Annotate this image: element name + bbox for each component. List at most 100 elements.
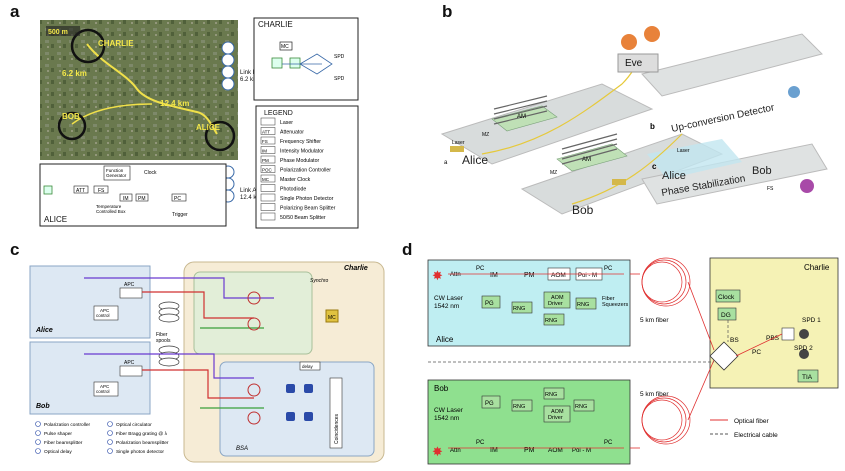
dist-124-label: 12.4 km xyxy=(160,99,189,108)
charlie-spd1: SPD 1 xyxy=(802,317,821,324)
phase-alice-tint xyxy=(647,139,742,179)
alice-fs: FS xyxy=(98,188,105,194)
mc-label-c: MC xyxy=(328,315,336,321)
legend-code: ATT xyxy=(262,130,270,135)
apc-alice: APC xyxy=(124,282,135,288)
panel-letter-a: a xyxy=(10,2,20,21)
alice-map-label: ALICE xyxy=(196,123,221,132)
bob-label-d: Bob xyxy=(434,384,449,393)
legend-c-swatch xyxy=(35,421,41,427)
bob-rng-3: RNG xyxy=(575,404,587,410)
eve-box xyxy=(617,53,659,73)
bob-pc2-d: PC xyxy=(604,440,613,446)
bob-laser-icon-b xyxy=(612,179,626,185)
legend-item: 50/50 Beam Splitter xyxy=(280,215,326,221)
legend-c-item: Polarization beamsplitter xyxy=(116,440,169,446)
charlie-bs: BS xyxy=(730,337,739,344)
charlie-map-label: CHARLIE xyxy=(98,39,134,48)
charlie-mc: MC xyxy=(281,44,289,50)
alice-clock-label: Clock xyxy=(144,170,157,176)
bob-am-label: AM xyxy=(582,157,591,163)
legend-code: FS xyxy=(262,139,268,144)
alice-pc-d: PC xyxy=(476,266,485,272)
legend-c-item: Fiber Bragg grating @ λ xyxy=(116,431,168,437)
phase-laser-label: Laser xyxy=(677,148,690,154)
upconv-base xyxy=(641,33,823,97)
modulator-stacks xyxy=(493,95,618,165)
legend-item: Frequency Shifter xyxy=(280,139,321,145)
bob-label-c: Bob xyxy=(36,403,50,410)
legend-c-item: Single photon detector xyxy=(116,449,164,455)
fiber-purple xyxy=(84,277,274,299)
upconv-sub-b: b xyxy=(650,122,655,131)
bob-box-d xyxy=(427,379,631,465)
legend-c-swatch xyxy=(35,439,41,445)
panel-a-figure: 500 m CHARLIE 6.2 km 12.4 km BOB ALICE L… xyxy=(39,17,359,229)
alice-attn: Attn xyxy=(450,272,461,278)
legend-c-item: Pulse shaper xyxy=(44,431,72,437)
spd-icons xyxy=(286,384,313,421)
panel-letter-d: d xyxy=(402,240,413,259)
eve-detector-1 xyxy=(621,34,637,50)
legend-title: LEGEND xyxy=(264,110,293,117)
pbs-icon xyxy=(781,327,795,341)
legend-item: Photodiode xyxy=(280,187,306,193)
alice-pm: PM xyxy=(138,196,146,202)
alice-label-d: Alice xyxy=(436,335,454,344)
alice-laser-icon xyxy=(43,185,53,195)
alice-laser-label: Laser xyxy=(452,140,465,146)
legend-item: Single Photon Detector xyxy=(280,196,334,202)
legend-c-swatch xyxy=(107,439,113,445)
legend-code: POC xyxy=(262,168,273,173)
circulator-4 xyxy=(247,411,261,425)
apc-bob: APC xyxy=(124,360,135,366)
phase-fs-label: FS xyxy=(767,186,774,192)
charlie-clock: Clock xyxy=(718,294,735,301)
alice-pm-d: PM xyxy=(524,272,535,279)
panel-a: 500 m CHARLIE 6.2 km 12.4 km BOB ALICE L… xyxy=(32,14,362,232)
circulator-1 xyxy=(247,291,261,305)
trigger-label: Trigger xyxy=(172,212,188,218)
circulator-2 xyxy=(247,317,261,331)
charlie-box-d xyxy=(709,257,839,389)
phase-sub-c: c xyxy=(652,162,657,171)
fiber-bob xyxy=(571,133,683,205)
bob-map-label: BOB xyxy=(62,112,80,121)
alice-laser-icon-b xyxy=(450,146,464,152)
eve-detector-2 xyxy=(644,26,660,42)
alice-im-d: IM xyxy=(490,272,498,279)
legend-c-swatch xyxy=(107,421,113,427)
legend-c-swatch xyxy=(35,430,41,436)
legend-c-item: Fiber beamsplitter xyxy=(44,440,83,446)
panel-b-figure: Eve a Alice Bob b Up-conversion Detector… xyxy=(440,26,828,217)
scale-label: 500 m xyxy=(48,29,68,36)
bob-rng-2: RNG xyxy=(545,392,557,398)
spd-bob-phase xyxy=(800,179,814,193)
legend-c-swatch xyxy=(107,448,113,454)
legend-item: Polarizing Beam Splitter xyxy=(280,206,336,212)
alice-im: IM xyxy=(123,196,129,202)
alice-base xyxy=(440,83,654,165)
spool-link-b xyxy=(221,41,235,91)
alice-pg: PG xyxy=(485,301,494,307)
alice-label-c: Alice xyxy=(35,327,53,334)
charlie-circle xyxy=(70,28,106,64)
mc-box xyxy=(325,309,339,323)
phase-alice-label: Alice xyxy=(662,170,686,182)
legend-c-swatch xyxy=(107,430,113,436)
alice-box xyxy=(39,163,227,227)
bob-aom-d: AOM xyxy=(548,447,563,454)
charlie-box xyxy=(253,17,359,101)
phase-bob-label: Bob xyxy=(752,165,772,177)
legend-electrical-cable: Electrical cable xyxy=(734,432,778,439)
panel-d-figure: Alice Bob Charlie ✸ Attn PC IM PM AOM Po… xyxy=(427,257,839,465)
legend-item: Master Clock xyxy=(280,177,311,183)
alice-rng-3: RNG xyxy=(577,302,589,308)
